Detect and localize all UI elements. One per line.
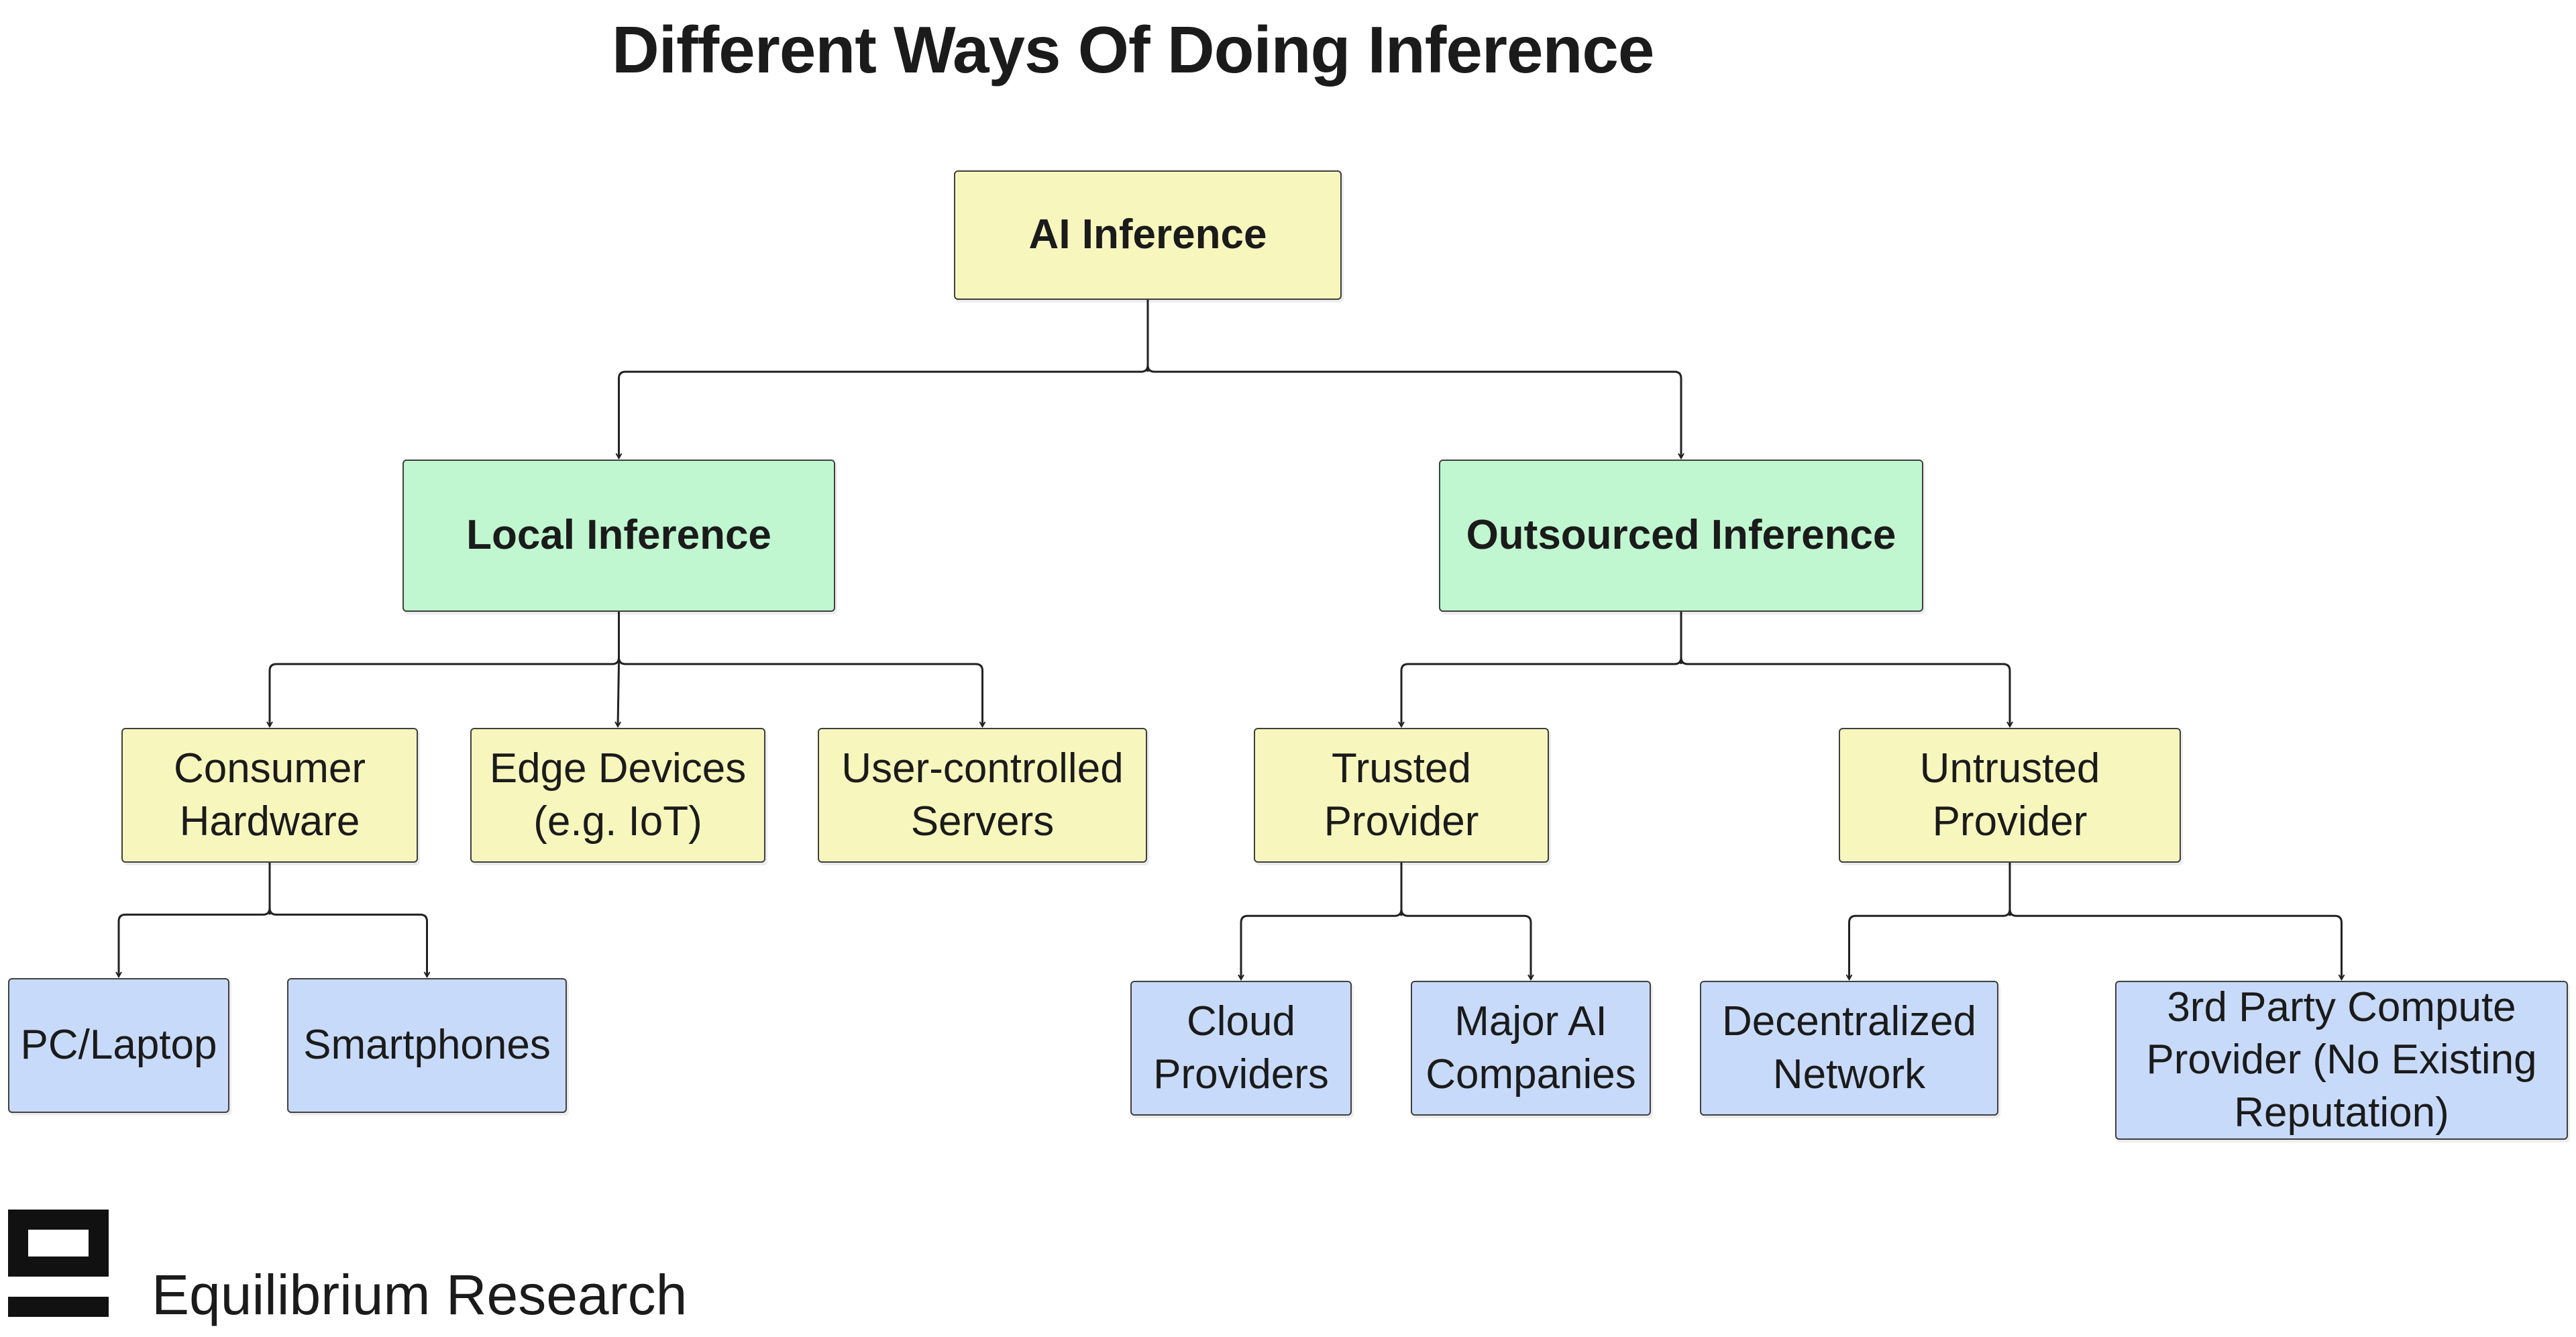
node-label: Outsourced Inference <box>1466 509 1896 561</box>
node-label: AI Inference <box>1029 209 1267 261</box>
node-ai-inference: AI Inference <box>954 170 1342 300</box>
node-label-line: Major AI <box>1454 998 1607 1045</box>
node-label: Local Inference <box>466 509 771 561</box>
connector-arrow <box>1146 365 1681 458</box>
connector-arrow <box>618 663 619 727</box>
connector-arrow <box>1241 909 1403 979</box>
node-label-line: Local Inference <box>466 512 771 559</box>
connector-arrow <box>2008 909 2342 979</box>
node-local-inference: Local Inference <box>402 460 835 612</box>
brand-name: Equilibrium Research <box>152 1263 688 1326</box>
node-label-line: Outsourced Inference <box>1466 512 1896 559</box>
node-label: Edge Devices (e.g. IoT) <box>490 743 747 847</box>
node-label-line: Provider (No Existing <box>2146 1036 2537 1083</box>
connector-arrow <box>270 657 620 727</box>
node-label-line: Provider <box>1324 798 1479 845</box>
node-edge-devices: Edge Devices (e.g. IoT) <box>470 728 765 863</box>
diagram-title: Different Ways Of Doing Inference <box>612 13 1654 87</box>
connector-arrow <box>1401 657 1682 727</box>
node-label-line: Untrusted <box>1919 745 2100 792</box>
node-pc-laptop: PC/Laptop <box>8 978 229 1113</box>
node-label-line: Servers <box>910 798 1055 845</box>
node-label-line: Decentralized <box>1721 998 1977 1045</box>
node-major-ai-companies: Major AI Companies <box>1411 981 1651 1116</box>
connector-arrow <box>1680 657 2010 727</box>
connector-arrow <box>119 908 271 977</box>
node-label-line: Hardware <box>179 798 360 845</box>
connector-arrow <box>1400 909 1531 979</box>
node-label-line: AI Inference <box>1028 211 1267 258</box>
connector-arrow <box>619 365 1149 458</box>
connector-arrow <box>1849 909 2011 979</box>
node-smartphones: Smartphones <box>287 978 567 1113</box>
node-label-line: Consumer <box>174 745 366 792</box>
node-label-line: User-controlled <box>841 745 1124 792</box>
node-label-line: Cloud <box>1187 998 1295 1045</box>
node-label-line: Provider <box>1932 798 2088 845</box>
node-label-line: PC/Laptop <box>20 1022 217 1069</box>
node-label-line: Edge Devices <box>489 745 747 792</box>
equilibrium-logo-icon <box>8 1210 109 1317</box>
node-outsourced-inference: Outsourced Inference <box>1439 460 1923 612</box>
connector-arrow <box>618 657 983 727</box>
node-label-line: Reputation) <box>2234 1089 2449 1136</box>
node-label-line: (e.g. IoT) <box>533 798 702 845</box>
node-label-line: Network <box>1772 1051 1926 1098</box>
node-label-line: Trusted <box>1332 745 1471 792</box>
node-label-line: 3rd Party Compute <box>2167 984 2516 1031</box>
node-label-line: Smartphones <box>303 1022 551 1069</box>
node-label: Major AI Companies <box>1426 996 1636 1100</box>
connector-arrow <box>268 908 427 977</box>
node-label: Smartphones <box>303 1019 551 1071</box>
node-label-line: Providers <box>1153 1051 1329 1098</box>
node-label: PC/Laptop <box>21 1019 217 1071</box>
node-label-line: Companies <box>1426 1051 1636 1098</box>
